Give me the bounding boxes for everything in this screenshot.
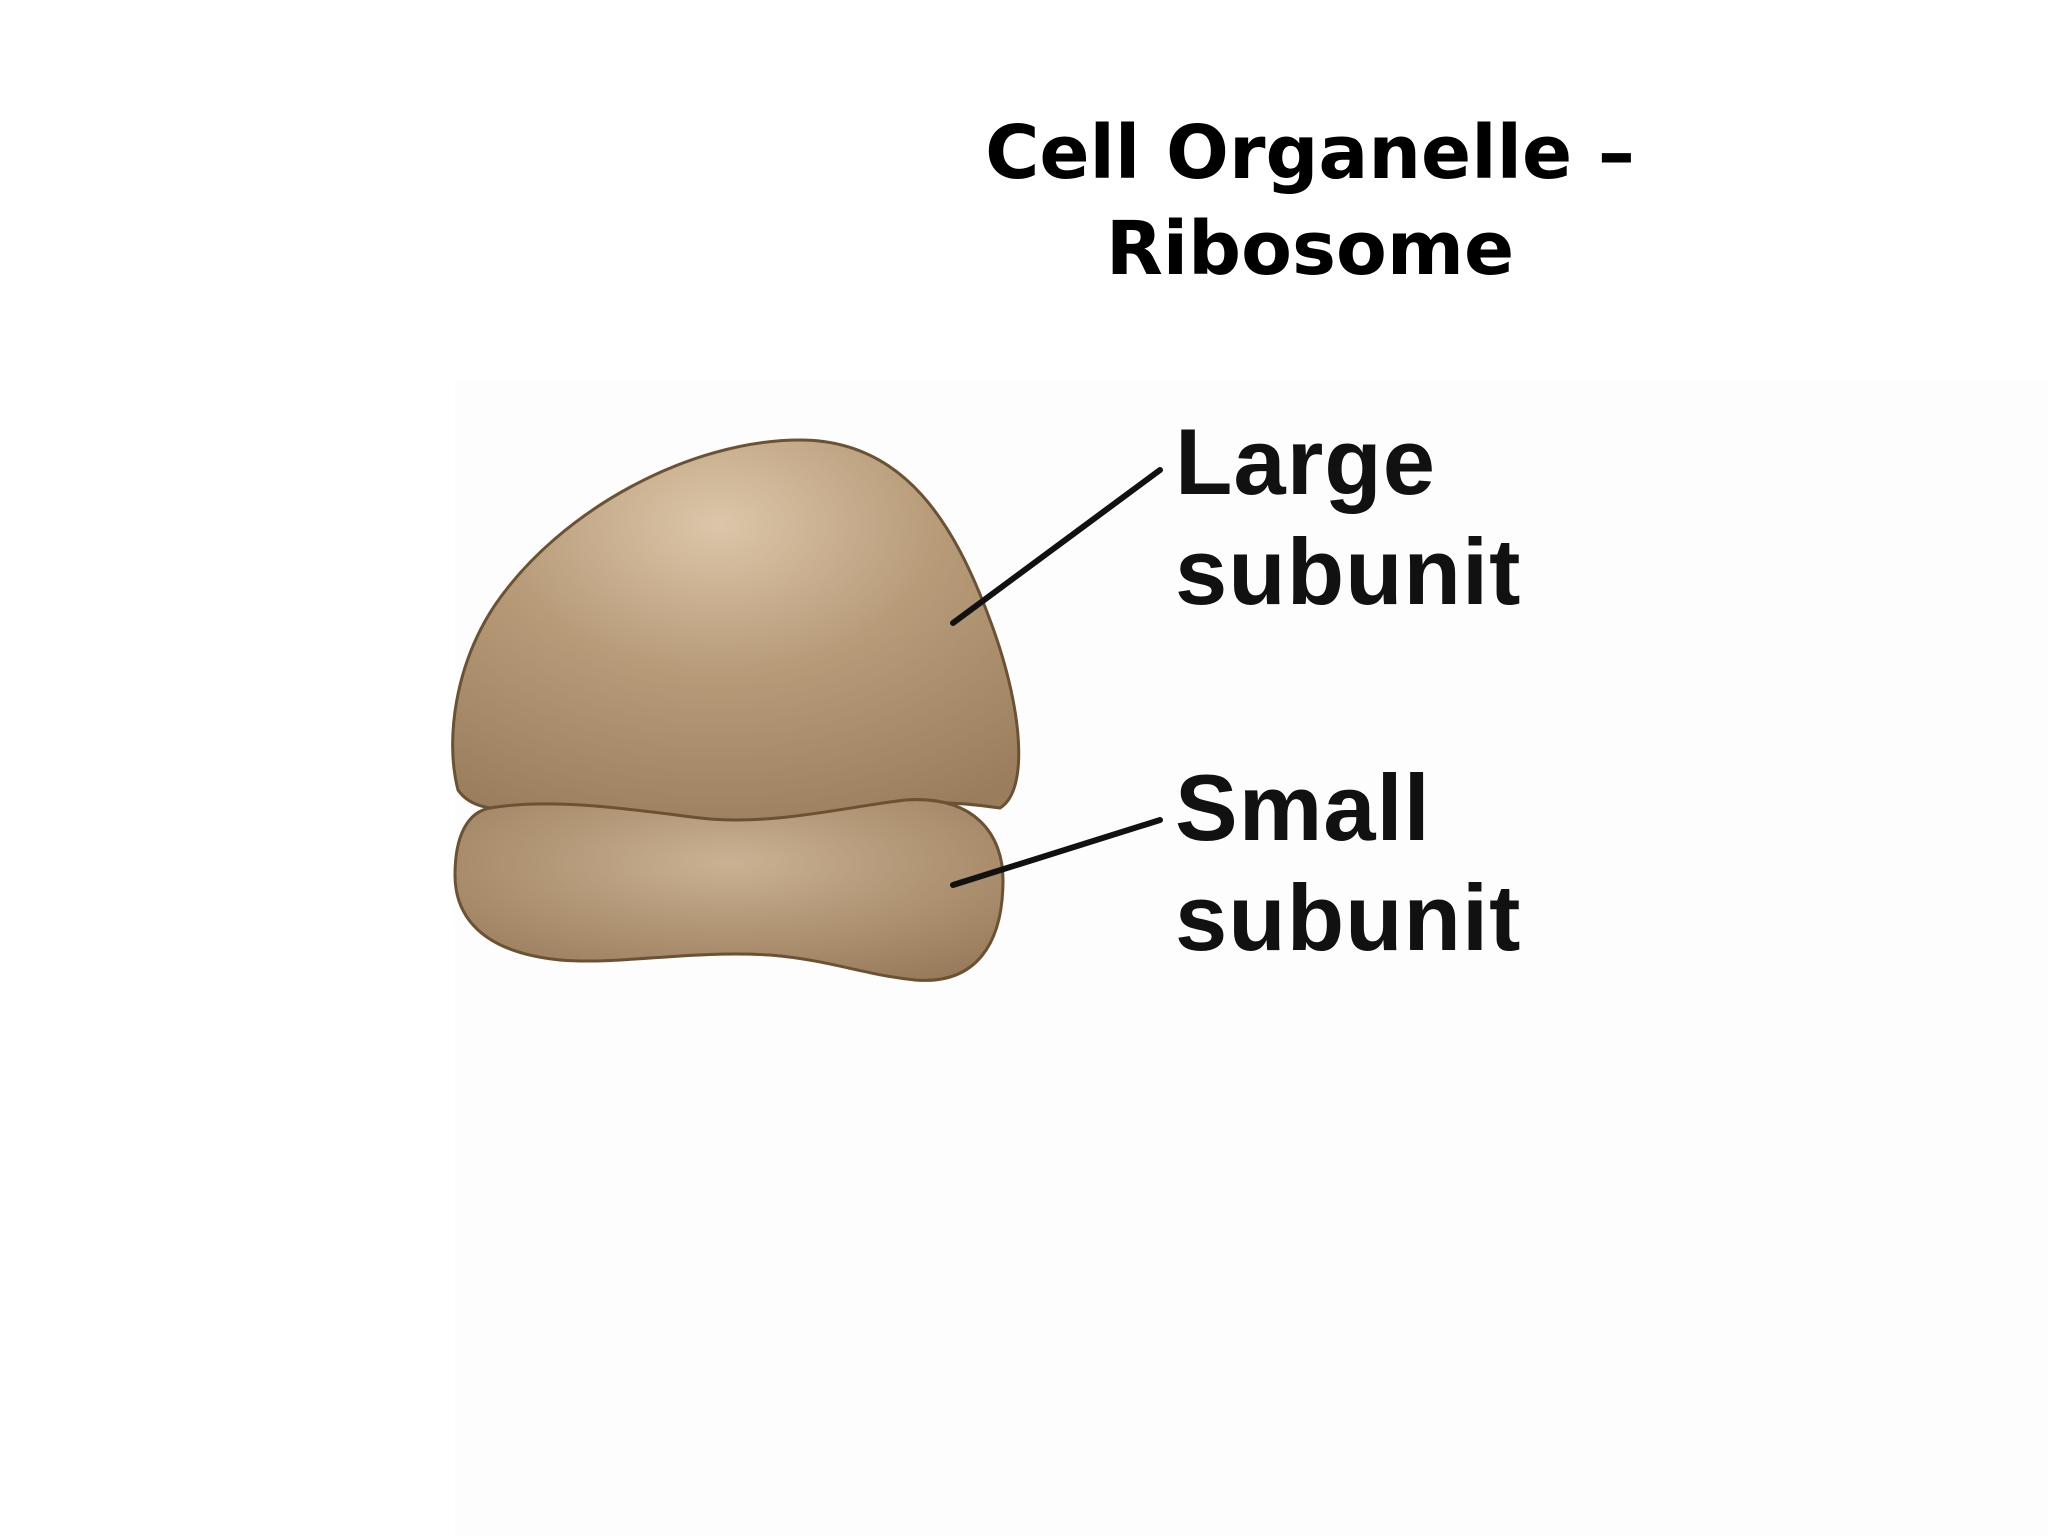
small-subunit-label-line-1: Small <box>1175 755 1431 860</box>
title-line-1: Cell Organelle – <box>985 110 1635 196</box>
small-subunit-shape <box>453 798 1005 982</box>
large-subunit-label-line-2: subunit <box>1175 519 1522 624</box>
small-subunit-label: Small subunit <box>1175 753 1521 973</box>
large-subunit-label: Large subunit <box>1175 407 1521 627</box>
large-subunit-shape <box>451 438 1021 824</box>
title-line-2: Ribosome <box>1105 206 1515 292</box>
large-subunit-label-line-1: Large <box>1175 409 1436 514</box>
slide-title: Cell Organelle – Ribosome <box>880 105 1740 297</box>
large-subunit-leader-line <box>950 467 1163 626</box>
small-subunit-leader-line <box>950 817 1163 888</box>
small-subunit-label-line-2: subunit <box>1175 865 1522 970</box>
